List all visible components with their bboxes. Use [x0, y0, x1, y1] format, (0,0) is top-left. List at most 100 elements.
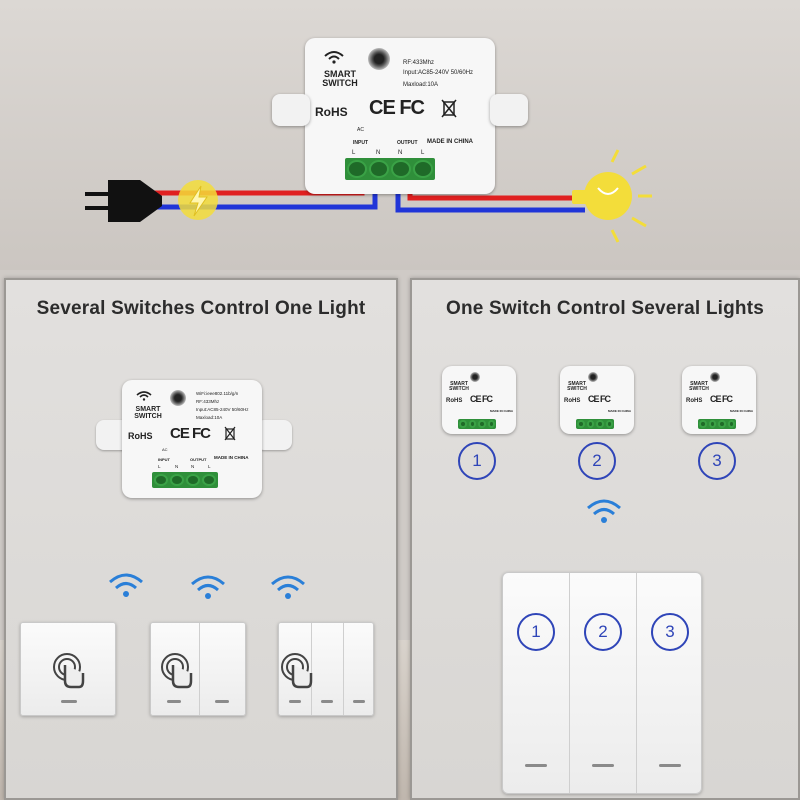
terminal-block: [458, 419, 496, 429]
small-smart-switch-module-1: SMART SWITCH RoHS CE FC MADE IN CHINA: [442, 366, 516, 434]
terminal-block: [345, 158, 435, 180]
terminal-label-1: L: [158, 464, 161, 469]
rohs-label: RoHS: [128, 431, 153, 441]
rohs-label: RoHS: [446, 398, 463, 404]
smart-switch-label: SMART SWITCH: [689, 381, 709, 392]
right-panel: One Switch Control Several Lights SMART …: [410, 278, 800, 800]
made-in-label: MADE IN CHINA: [730, 409, 753, 413]
touch-icon: [281, 653, 313, 689]
wifi-icon: [191, 575, 225, 599]
gang-divider: [199, 623, 200, 715]
terminal-label-3: N: [398, 150, 403, 156]
wifi-icon: [587, 499, 621, 523]
rohs-label: RoHS: [686, 398, 703, 404]
ce-fc-mark: CE FC: [170, 425, 211, 442]
gang-divider: [343, 623, 344, 715]
button-number-1[interactable]: 1: [517, 613, 555, 651]
left-panel: Several Switches Control One Light SMART…: [4, 278, 398, 800]
wifi-icon: [109, 573, 143, 597]
made-in-label: MADE IN CHINA: [608, 409, 631, 413]
lightning-icon: [178, 180, 218, 220]
output-label: OUTPUT: [190, 457, 207, 462]
sensor-lens: [170, 390, 186, 406]
terminal-label-3: N: [191, 464, 195, 469]
sensor-lens: [470, 372, 480, 382]
terminal-block: [698, 419, 736, 429]
button-number-3[interactable]: 3: [651, 613, 689, 651]
gang-divider: [569, 573, 570, 793]
right-panel-title: One Switch Control Several Lights: [445, 298, 765, 319]
one-gang-switch[interactable]: [20, 622, 116, 716]
indicator-dash: [215, 700, 229, 703]
module-number-2: 2: [578, 442, 616, 480]
spec-load: Maxload:10A: [403, 82, 439, 88]
made-in-label: MADE IN CHINA: [490, 409, 513, 413]
touch-icon: [53, 653, 85, 689]
indicator-dash: [353, 700, 365, 703]
indicator-dash: [167, 700, 181, 703]
gang-divider: [311, 623, 312, 715]
indicator-dash: [321, 700, 333, 703]
output-label: OUTPUT: [397, 140, 418, 146]
smart-switch-label: SMART SWITCH: [322, 69, 358, 89]
sensor-lens: [710, 372, 720, 382]
recycle-bin-icon: [224, 426, 236, 441]
mounting-tab-right: [256, 420, 292, 450]
indicator-dash: [61, 700, 77, 703]
terminal-label-4: L: [421, 150, 425, 156]
small-smart-switch-module-3: SMART SWITCH RoHS CE FC MADE IN CHINA: [682, 366, 756, 434]
made-in-label: MADE IN CHINA: [214, 455, 249, 460]
mounting-tab-right: [490, 94, 528, 126]
indicator-dash: [592, 764, 614, 767]
module-number-3: 3: [698, 442, 736, 480]
recycle-bin-icon: [441, 99, 457, 118]
three-gang-switch[interactable]: [278, 622, 374, 716]
wifi-icon: [136, 391, 152, 401]
terminal-label-2: N: [376, 150, 381, 156]
spec-load: Maxload:10A: [196, 415, 223, 420]
spec-rf: RF:433Mhz: [403, 60, 435, 66]
bulb-icon: [572, 149, 652, 243]
smart-switch-label: SMART SWITCH: [449, 381, 469, 392]
large-three-gang-switch[interactable]: 1 2 3: [502, 572, 702, 794]
terminal-label-2: N: [175, 464, 179, 469]
spec-wifi: WiFi:ieee802.11b/g/n: [196, 391, 239, 396]
ac-label: AC: [357, 127, 364, 133]
wifi-icon: [324, 51, 344, 64]
gang-divider: [636, 573, 637, 793]
module-number-1: 1: [458, 442, 496, 480]
top-smart-switch-module: SMART SWITCH RoHS CE FC RF:433Mhz Input:…: [305, 38, 495, 194]
small-smart-switch-module-2: SMART SWITCH RoHS CE FC MADE IN CHINA: [560, 366, 634, 434]
smart-switch-label: SMART SWITCH: [134, 406, 162, 421]
ce-fc-mark: CE FC: [470, 394, 493, 404]
ce-fc-mark: CE FC: [369, 97, 425, 119]
ce-fc-mark: CE FC: [710, 394, 733, 404]
terminal-block: [576, 419, 614, 429]
smart-switch-label: SMART SWITCH: [567, 381, 587, 392]
left-panel-title: Several Switches Control One Light: [36, 298, 366, 319]
indicator-dash: [525, 764, 547, 767]
indicator-dash: [659, 764, 681, 767]
wiring-diagram: [85, 149, 652, 243]
terminal-label-4: L: [208, 464, 211, 469]
input-label: INPUT: [353, 140, 368, 146]
touch-icon: [161, 653, 193, 689]
rohs-label: RoHS: [564, 398, 581, 404]
ce-fc-mark: CE FC: [588, 394, 611, 404]
mounting-tab-left: [272, 94, 310, 126]
two-gang-switch[interactable]: [150, 622, 246, 716]
made-in-label: MADE IN CHINA: [427, 139, 473, 145]
left-smart-switch-module: SMART SWITCH RoHS CE FC WiFi:ieee802.11b…: [122, 380, 262, 498]
ac-label: AC: [162, 447, 168, 452]
spec-rf: RF:433Mhz: [196, 399, 220, 404]
button-number-2[interactable]: 2: [584, 613, 622, 651]
plug-icon: [85, 180, 162, 222]
spec-input: Input:AC85-240V 50/60Hz: [403, 70, 474, 76]
indicator-dash: [289, 700, 301, 703]
input-label: INPUT: [158, 457, 170, 462]
rohs-label: RoHS: [315, 105, 348, 119]
sensor-lens: [588, 372, 598, 382]
wifi-icon: [271, 575, 305, 599]
terminal-label-1: L: [352, 150, 356, 156]
spec-input: Input:AC85-240V 50/60Hz: [196, 407, 249, 412]
